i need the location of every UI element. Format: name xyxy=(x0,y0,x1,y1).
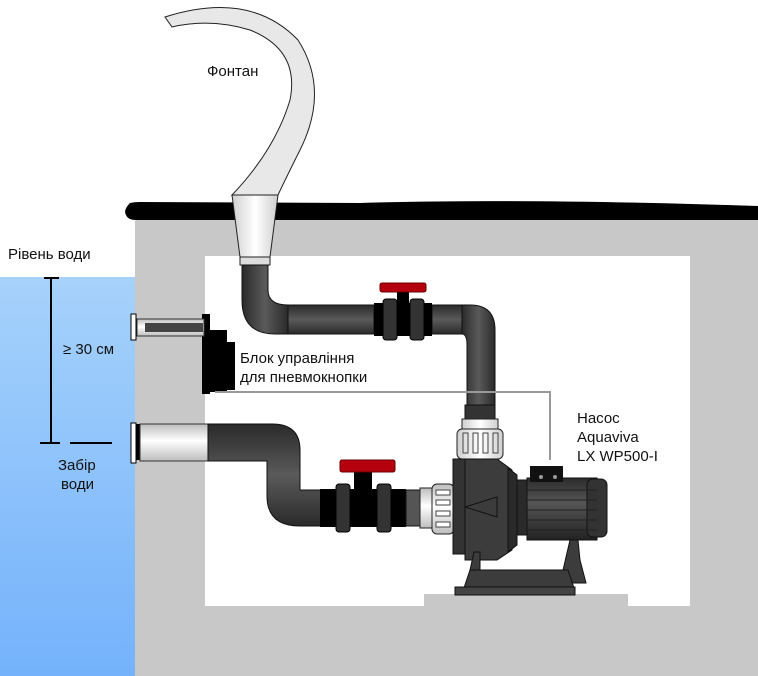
inlet-union-ribs xyxy=(435,489,451,528)
pump-label-line2: Aquaviva xyxy=(577,429,639,446)
water-level-label: Рівень води xyxy=(8,246,91,263)
discharge-pipe-elbow-right xyxy=(461,304,496,411)
pneumatic-tube xyxy=(215,391,551,460)
nozzle-collar xyxy=(239,256,271,266)
pump-plinth xyxy=(424,594,628,608)
upper-ball-valve xyxy=(374,282,432,341)
lower-ball-valve xyxy=(320,459,406,533)
fountain-label: Фонтан xyxy=(207,63,258,80)
depth-label: ≥ 30 см xyxy=(63,341,114,358)
pool-coping xyxy=(125,201,758,220)
discharge-pipe-horizontal-2 xyxy=(431,304,463,335)
pump xyxy=(452,458,608,596)
control-unit-label-line2: для пневмокнопки xyxy=(240,369,367,386)
pump-label-line1: Насос xyxy=(577,410,620,427)
terminal-box xyxy=(530,466,563,482)
intake-label-line2: води xyxy=(61,476,94,493)
discharge-pipe-horizontal xyxy=(287,304,375,335)
water-intake xyxy=(130,422,209,464)
intake-label-line1: Забір xyxy=(58,457,96,474)
lower-valve-handle xyxy=(339,459,396,473)
pump-label-line3: LX WP500-I xyxy=(577,448,658,465)
pump-outlet-pipe xyxy=(464,404,496,420)
pump-inlet-pipe xyxy=(405,489,421,527)
depth-indicator xyxy=(40,277,112,444)
upper-valve-handle xyxy=(379,282,427,293)
fountain-nozzle xyxy=(231,194,279,258)
air-button-control-unit xyxy=(202,314,235,394)
pump-base xyxy=(454,586,576,596)
fountain-jet xyxy=(164,7,315,196)
union-ribs xyxy=(462,432,499,454)
pump-outlet-collar xyxy=(461,418,499,430)
air-button xyxy=(130,313,205,341)
pool-water xyxy=(0,277,135,676)
control-unit-label-line1: Блок управління xyxy=(240,350,354,367)
